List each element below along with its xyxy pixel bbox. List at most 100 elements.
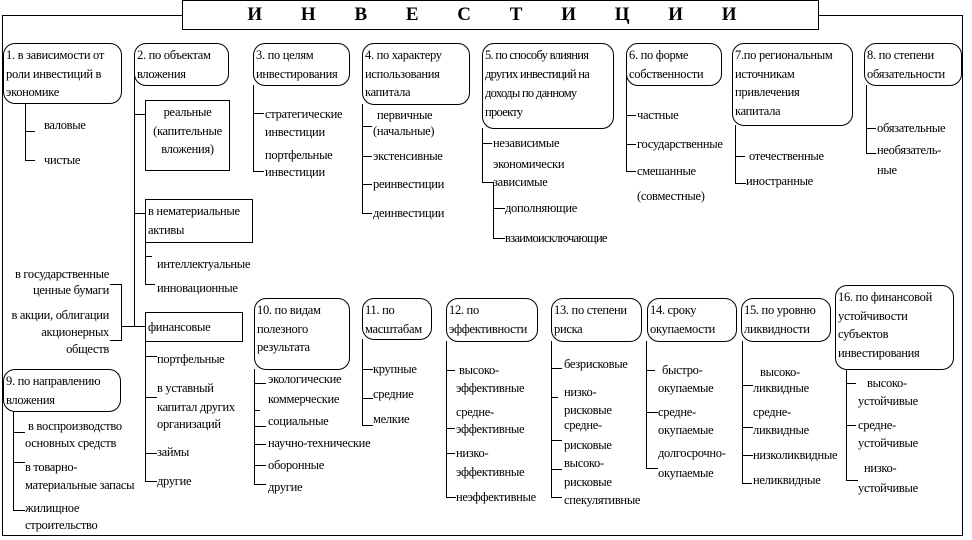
list-item: экономически	[493, 157, 565, 171]
category-label: субъектов	[838, 327, 889, 341]
list-item: устойчивые	[858, 394, 918, 408]
list-item: ликвидные	[753, 381, 809, 395]
list-item: жилищное	[25, 501, 80, 515]
list-item: низколиквидные	[753, 448, 838, 462]
list-item: быстро-	[662, 363, 703, 377]
category-label: источникам	[735, 66, 795, 81]
list-item: социальные	[268, 414, 329, 428]
category-label: риска	[554, 321, 583, 336]
category-label: собственности	[629, 66, 704, 81]
category-label: результата	[257, 340, 310, 354]
category-label: 10. по видам	[257, 303, 321, 317]
list-item: (начальные)	[373, 124, 435, 138]
list-item: деинвестиции	[373, 206, 445, 220]
category-label: 2. по объектам	[137, 48, 211, 62]
list-item: займы	[157, 445, 189, 459]
list-item: окупаемые	[658, 423, 714, 437]
list-item: валовые	[44, 118, 86, 132]
page-title: И Н В Е С Т И Ц И И	[182, 0, 819, 30]
list-item: ценные бумаги	[33, 283, 109, 297]
list-item: безрисковые	[564, 357, 628, 371]
list-item: взаимоисключающие	[505, 231, 607, 245]
list-item: коммерческие	[268, 392, 340, 406]
list-item: (совместные)	[637, 189, 705, 203]
list-item: научно-технические	[268, 436, 371, 450]
category-label: 11. по	[365, 303, 395, 317]
list-item: устойчивые	[858, 481, 918, 495]
list-item: эффективные	[456, 465, 525, 479]
list-item: в уставный	[157, 381, 214, 395]
list-item: неэффективные	[456, 490, 536, 504]
list-item: окупаемые	[658, 381, 714, 395]
list-item: частные	[637, 108, 679, 122]
list-item: портфельные	[157, 352, 225, 366]
category-label: проекту	[485, 105, 523, 119]
list-item: неликвидные	[753, 473, 821, 487]
category-2-box: 2. по объектам вложения	[134, 43, 229, 86]
list-item: в воспроизводство	[28, 419, 122, 433]
category-label: вложения	[6, 392, 55, 407]
list-item: оборонные	[268, 458, 324, 472]
box-text: (капительные	[153, 123, 222, 138]
real-investments-box: реальные (капительные вложения)	[145, 100, 230, 171]
list-item: обязательные	[877, 121, 946, 135]
list-item: смешанные	[637, 164, 696, 178]
list-item: зависимые	[493, 175, 548, 189]
list-item: инновационные	[157, 281, 238, 295]
category-8-box: 8. по степени обязательности	[864, 43, 962, 86]
box-text: вложения)	[161, 142, 214, 156]
list-item: другие	[157, 474, 192, 488]
category-label: полезного	[257, 321, 308, 336]
box-text: реальные	[163, 105, 212, 119]
list-item: иностранные	[746, 174, 813, 188]
category-label: 14. сроку	[650, 303, 697, 317]
list-item: инвестиции	[265, 125, 325, 139]
category-label: 16. по финансовой	[838, 290, 932, 304]
category-label: 12. по	[449, 303, 479, 317]
list-item: другие	[268, 480, 303, 494]
list-item: портфельные	[265, 148, 333, 162]
list-item: в государственные	[14, 267, 109, 281]
list-item: средне-	[564, 418, 602, 432]
category-label: масштабам	[365, 321, 422, 336]
list-item: строительство	[25, 518, 98, 532]
list-item: в товарно-	[25, 460, 78, 474]
category-label: вложения	[137, 66, 186, 81]
box-text: в нематериальные	[148, 204, 240, 218]
list-item: средне-	[456, 405, 494, 419]
category-label: эффективности	[449, 321, 527, 336]
category-label: 1. в зависимости от	[6, 48, 104, 62]
category-label: 6. по форме	[629, 48, 689, 62]
category-label: 3. по целям	[256, 48, 314, 62]
category-label: 7.по региональным	[735, 48, 833, 62]
list-item: мелкие	[373, 412, 410, 426]
list-item: окупаемые	[658, 466, 714, 480]
list-item: эффективные	[456, 381, 525, 395]
list-item: долгосрочно-	[658, 446, 726, 460]
list-item: необязатель-	[877, 143, 941, 157]
category-label: 8. по степени	[867, 48, 934, 62]
category-label: 5. по способу влияния	[485, 48, 589, 62]
category-label: 4. по характеру	[365, 48, 442, 62]
list-item: ликвидные	[753, 423, 809, 437]
category-label: капитала	[735, 103, 781, 118]
list-item: независимые	[493, 136, 560, 150]
list-item: государственные	[637, 137, 723, 151]
category-label: привлечения	[735, 85, 800, 99]
list-item: высоко-	[760, 365, 800, 379]
category-label: 15. по уровню	[744, 303, 816, 317]
list-item: обществ	[66, 342, 109, 356]
category-label: устойчивости	[838, 308, 908, 323]
list-item: спекулятивные	[564, 493, 641, 507]
list-item: капитал других	[157, 400, 235, 414]
list-item: высоко-	[459, 363, 499, 377]
list-item: чистые	[44, 153, 81, 167]
category-label: доходы по данному	[485, 86, 577, 100]
category-label: обязательности	[867, 66, 945, 81]
category-label: роли инвестиций в	[6, 66, 102, 81]
